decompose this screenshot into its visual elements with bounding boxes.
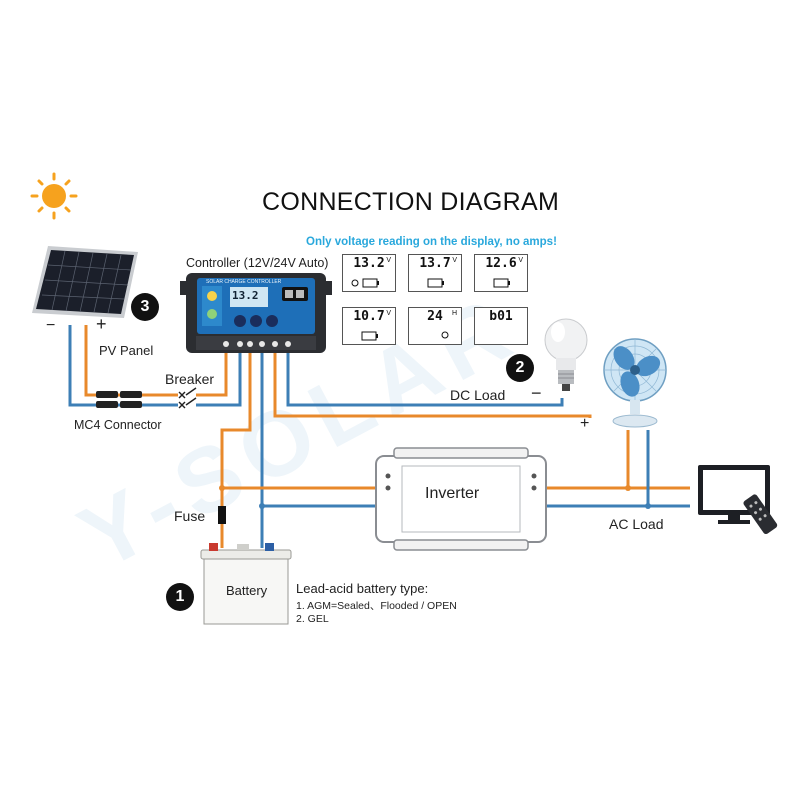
- lcd-display: 13.2 V: [342, 254, 396, 292]
- pv-plus-label: +: [96, 314, 107, 334]
- controller-screen-value: 13.2: [232, 289, 259, 302]
- breaker-label: Breaker: [165, 371, 215, 387]
- battery-type-1: 1. AGM=Sealed、Flooded / OPEN: [296, 600, 457, 612]
- light-bulb-icon: [544, 318, 588, 391]
- battery-label: Battery: [226, 583, 268, 598]
- lcd-unit: V: [518, 257, 523, 264]
- battery-status-icon: [427, 278, 444, 288]
- mc4-connector-icon: [96, 391, 142, 408]
- breaker-positive-wire: [196, 352, 228, 397]
- display-note: Only voltage reading on the display, no …: [306, 236, 557, 248]
- lcd-value: 12.6: [485, 256, 517, 271]
- diagram-title: CONNECTION DIAGRAM: [262, 188, 560, 216]
- fan-icon: [603, 338, 667, 428]
- controller-icon: [180, 273, 332, 353]
- sun-icon: [30, 172, 78, 220]
- fuse-label: Fuse: [174, 508, 206, 524]
- lcd-unit: V: [386, 257, 391, 264]
- inverter-label: Inverter: [425, 485, 480, 502]
- breaker-icon: [178, 387, 197, 409]
- step-badge-1: 1: [166, 583, 194, 611]
- lcd-unit: V: [386, 310, 391, 317]
- inverter-icon: [375, 447, 547, 551]
- ac-load-label: AC Load: [609, 516, 664, 532]
- step-badge-3: 3: [131, 293, 159, 321]
- lcd-value: 13.2: [353, 256, 385, 271]
- remote-icon: [743, 494, 778, 535]
- breaker-negative-wire: [196, 352, 242, 407]
- pv-panel-label: PV Panel: [99, 343, 154, 358]
- load-negative-wire: [286, 352, 564, 407]
- lcd-value: b01: [489, 309, 513, 324]
- battery-status-icon: [361, 331, 378, 341]
- load-positive-wire: [273, 352, 592, 418]
- fuse-icon: [218, 506, 226, 524]
- dc-load-label: DC Load: [450, 387, 506, 403]
- lcd-display: b01: [474, 307, 528, 345]
- battery-type-2: 2. GEL: [296, 613, 329, 625]
- lcd-display: 10.7 V: [342, 307, 396, 345]
- lcd-display: 13.7 V: [408, 254, 462, 292]
- battery-status-icon: [493, 278, 510, 288]
- dc-load-plus-label: +: [580, 415, 590, 432]
- dc-load-minus-label: −: [531, 383, 542, 403]
- battery-status-icon: [351, 278, 379, 288]
- lcd-display: 12.6 V: [474, 254, 528, 292]
- lcd-display: 24 H: [408, 307, 462, 345]
- lcd-value: 24: [427, 309, 443, 324]
- battery-icon: [200, 543, 292, 625]
- pv-positive-wire: [84, 325, 178, 397]
- mc4-connector-label: MC4 Connector: [74, 418, 162, 432]
- lcd-unit: V: [452, 257, 457, 264]
- lcd-unit: H: [451, 310, 457, 317]
- lcd-value: 10.7: [353, 309, 385, 324]
- step-badge-2: 2: [506, 354, 534, 382]
- controller-label: Controller (12V/24V Auto): [186, 256, 329, 270]
- pv-minus-label: −: [46, 317, 56, 334]
- bulb-status-icon: [441, 331, 449, 339]
- battery-type-title: Lead-acid battery type:: [296, 581, 429, 596]
- solar-panel-icon: [32, 246, 138, 318]
- lcd-value: 13.7: [419, 256, 451, 271]
- controller-face-text: SOLAR CHARGE CONTROLLER: [206, 279, 282, 285]
